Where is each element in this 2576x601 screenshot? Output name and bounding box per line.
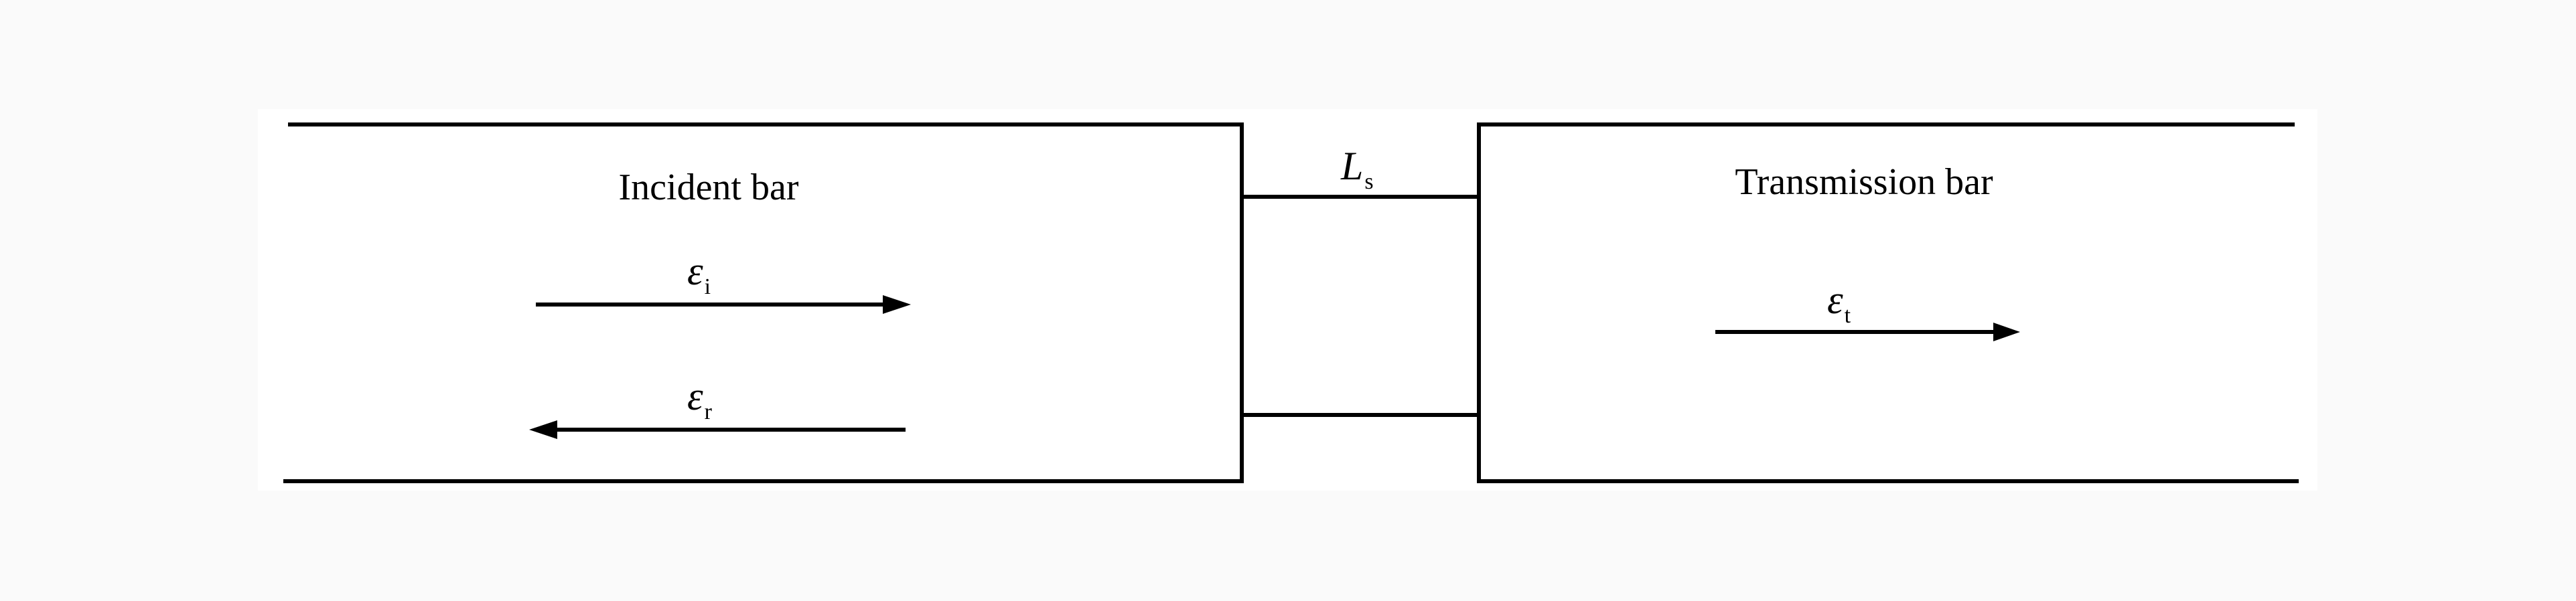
- specimen: Ls: [1242, 144, 1479, 417]
- specimen-length-label: Ls: [1340, 144, 1374, 194]
- incident-wave-arrowhead: [883, 295, 911, 314]
- figure-panel: [258, 109, 2317, 491]
- transmission-bar-outline: [1477, 122, 2299, 483]
- transmitted-wave-arrowhead: [1993, 323, 2020, 341]
- incident-bar-outline: [283, 122, 1244, 483]
- transmission-bar-label: Transmission bar: [1735, 161, 1993, 203]
- reflected-wave-arrow: [529, 420, 906, 439]
- incident-bar: Incident bar εi εr: [283, 122, 1244, 483]
- incident-wave-symbol: εi: [687, 249, 711, 299]
- transmitted-wave-arrow: [1715, 323, 2020, 341]
- reflected-wave-symbol: εr: [687, 374, 713, 424]
- transmitted-wave-symbol: εt: [1827, 278, 1851, 328]
- transmission-bar: Transmission bar εt: [1477, 122, 2299, 483]
- reflected-wave-arrowhead: [529, 420, 557, 439]
- incident-bar-label: Incident bar: [619, 167, 799, 208]
- incident-wave-arrow: [536, 295, 911, 314]
